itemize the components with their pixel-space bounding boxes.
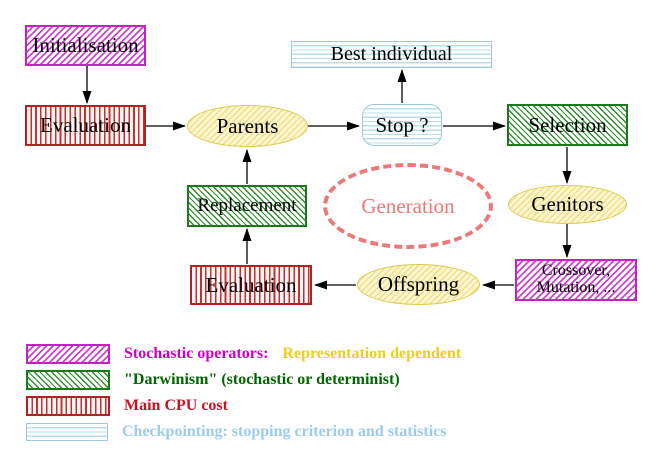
node-stop: Stop ? (362, 104, 442, 146)
legend-label-stochastic-operators: Stochastic operators: (124, 345, 269, 362)
legend-swatch-red-stripes (26, 396, 110, 416)
node-replacement: Replacement (187, 185, 307, 227)
node-evaluation-top: Evaluation (25, 105, 146, 146)
node-stop-label: Stop ? (375, 112, 429, 137)
node-evaluation-top-label: Evaluation (40, 113, 131, 138)
node-replacement-label: Replacement (197, 195, 297, 217)
legend-swatch-green-hatch (26, 370, 110, 390)
legend-label-main-cpu-cost: Main CPU cost (124, 397, 228, 414)
node-genitors: Genitors (508, 185, 627, 224)
node-offspring: Offspring (357, 264, 480, 305)
legend-row-darwinism: "Darwinism" (stochastic or determinist) (26, 370, 400, 390)
legend-swatch-cyan-lines (26, 423, 108, 441)
node-generation: Generation (323, 163, 493, 249)
legend-text-stochastic-operators: Stochastic operators: Representation dep… (124, 345, 461, 363)
legend-label-checkpointing: Checkpointing: stopping criterion and st… (122, 423, 447, 440)
node-genitors-label: Genitors (531, 192, 604, 217)
legend-row-checkpointing: Checkpointing: stopping criterion and st… (26, 423, 446, 441)
node-crossover-line2: Mutation, ... (536, 279, 616, 296)
node-best-individual-label: Best individual (330, 43, 453, 65)
legend-swatch-magenta-hatch (26, 344, 110, 364)
node-selection-label: Selection (528, 112, 607, 137)
node-generation-label: Generation (361, 193, 455, 218)
node-best-individual: Best individual (291, 41, 492, 68)
legend-row-main-cpu-cost: Main CPU cost (26, 396, 228, 416)
node-initialisation-label: Initialisation (32, 33, 139, 58)
node-selection: Selection (507, 104, 628, 146)
legend-label-darwinism: "Darwinism" (stochastic or determinist) (124, 371, 400, 388)
node-crossover-mutation: Crossover, Mutation, ... (515, 259, 637, 301)
node-offspring-label: Offspring (377, 272, 460, 297)
node-parents: Parents (187, 105, 308, 147)
legend-label-representation-dependent: Representation dependent (282, 345, 462, 362)
node-evaluation-bottom: Evaluation (190, 265, 312, 305)
node-initialisation: Initialisation (25, 25, 146, 66)
node-parents-label: Parents (216, 113, 279, 138)
node-crossover-line1: Crossover, (541, 262, 611, 280)
node-evaluation-bottom-label: Evaluation (205, 272, 297, 297)
legend-row-stochastic-operators: Stochastic operators: Representation dep… (26, 344, 461, 364)
